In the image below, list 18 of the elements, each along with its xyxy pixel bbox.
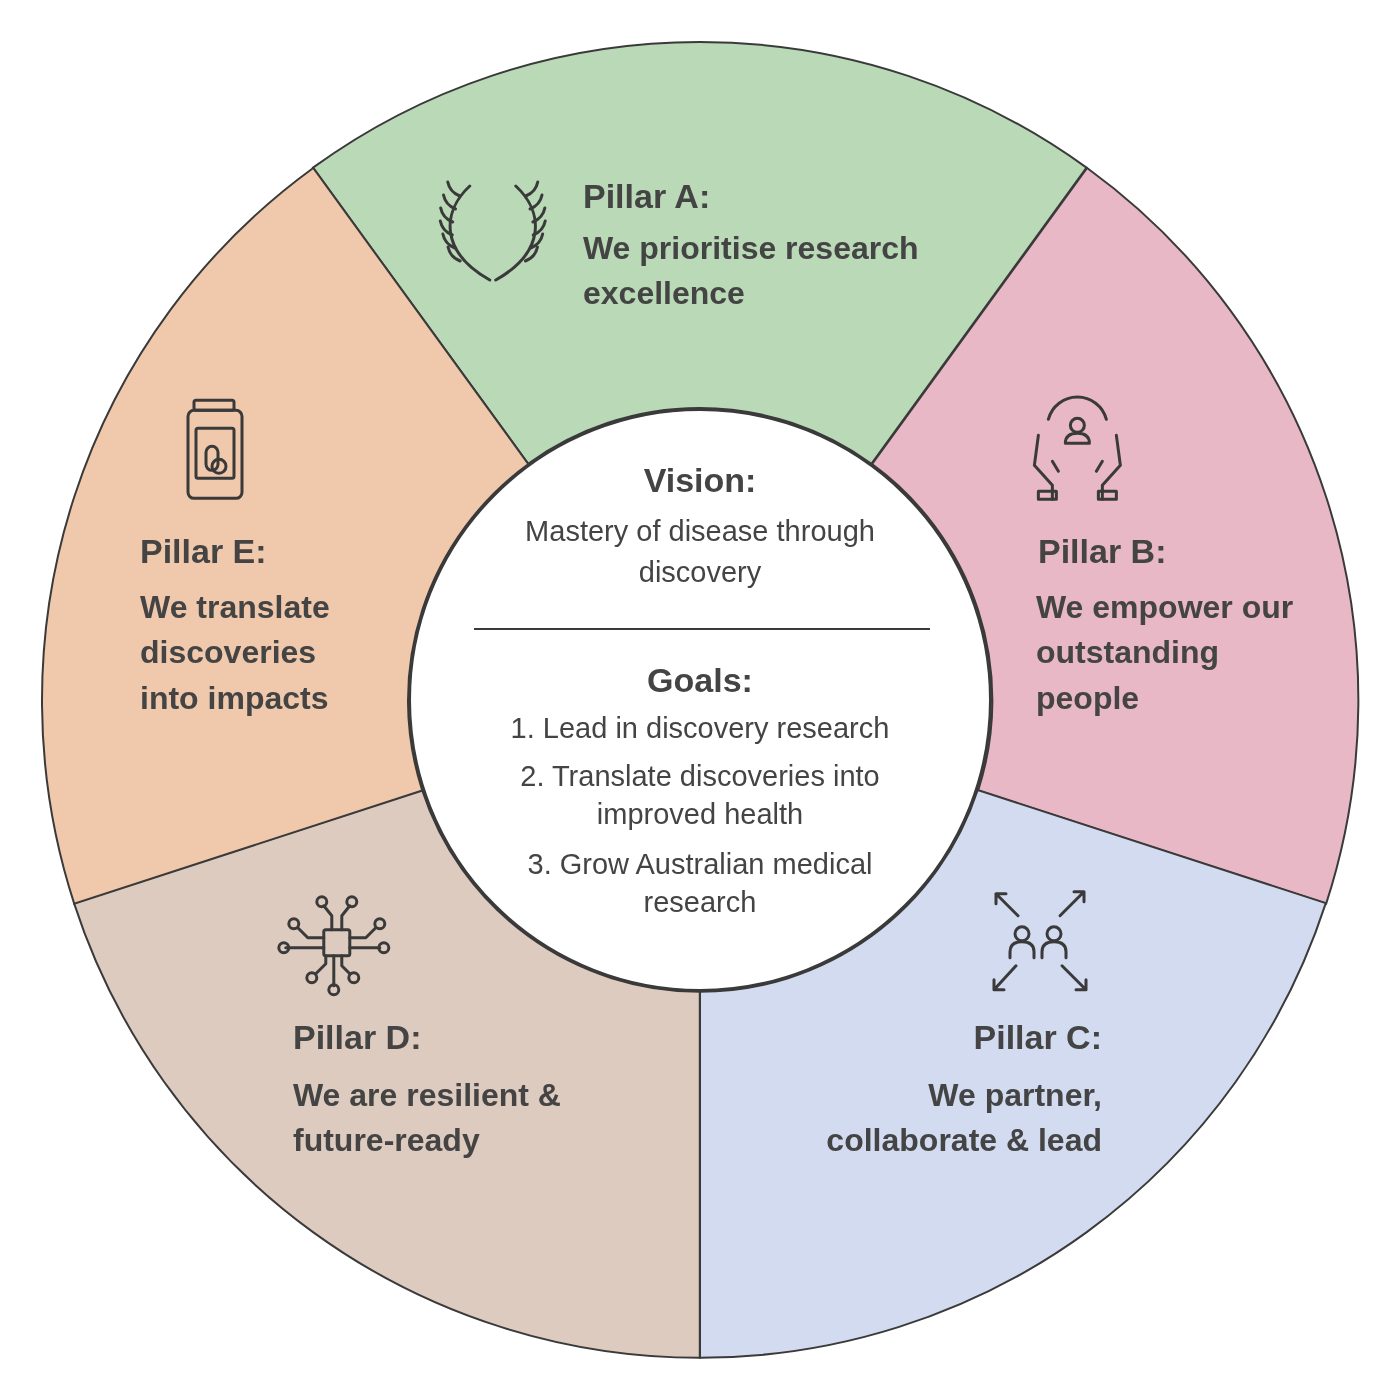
center-circle [408,408,992,992]
goal-item: 3. Grow Australian medical research [526,847,874,920]
pillar-statement: We are resilient & future-ready [293,1076,562,1161]
pillar-statement: We empower our outstanding people [1036,588,1295,718]
pillar-statement: We translate discoveries into impacts [140,588,331,718]
pillar-title: Pillar E: [140,531,268,572]
pillar-title: Pillar D: [293,1017,423,1058]
section-heading: Vision: [642,460,758,501]
pillar-statement: We partner, collaborate & lead [825,1076,1102,1161]
pillar-statement: We prioritise research excellence [583,229,920,314]
section-heading: Goals: [646,660,754,701]
pillar-title: Pillar B: [1038,531,1168,572]
pillar-segment [313,42,1087,464]
pillar-title: Pillar A: [583,176,712,217]
pillar-title: Pillar C: [972,1017,1102,1058]
vision-statement: Mastery of disease through discovery [524,514,876,590]
goal-item: 2. Translate discoveries into improved health [519,759,881,832]
goal-item: 1. Lead in discovery research [509,711,891,746]
